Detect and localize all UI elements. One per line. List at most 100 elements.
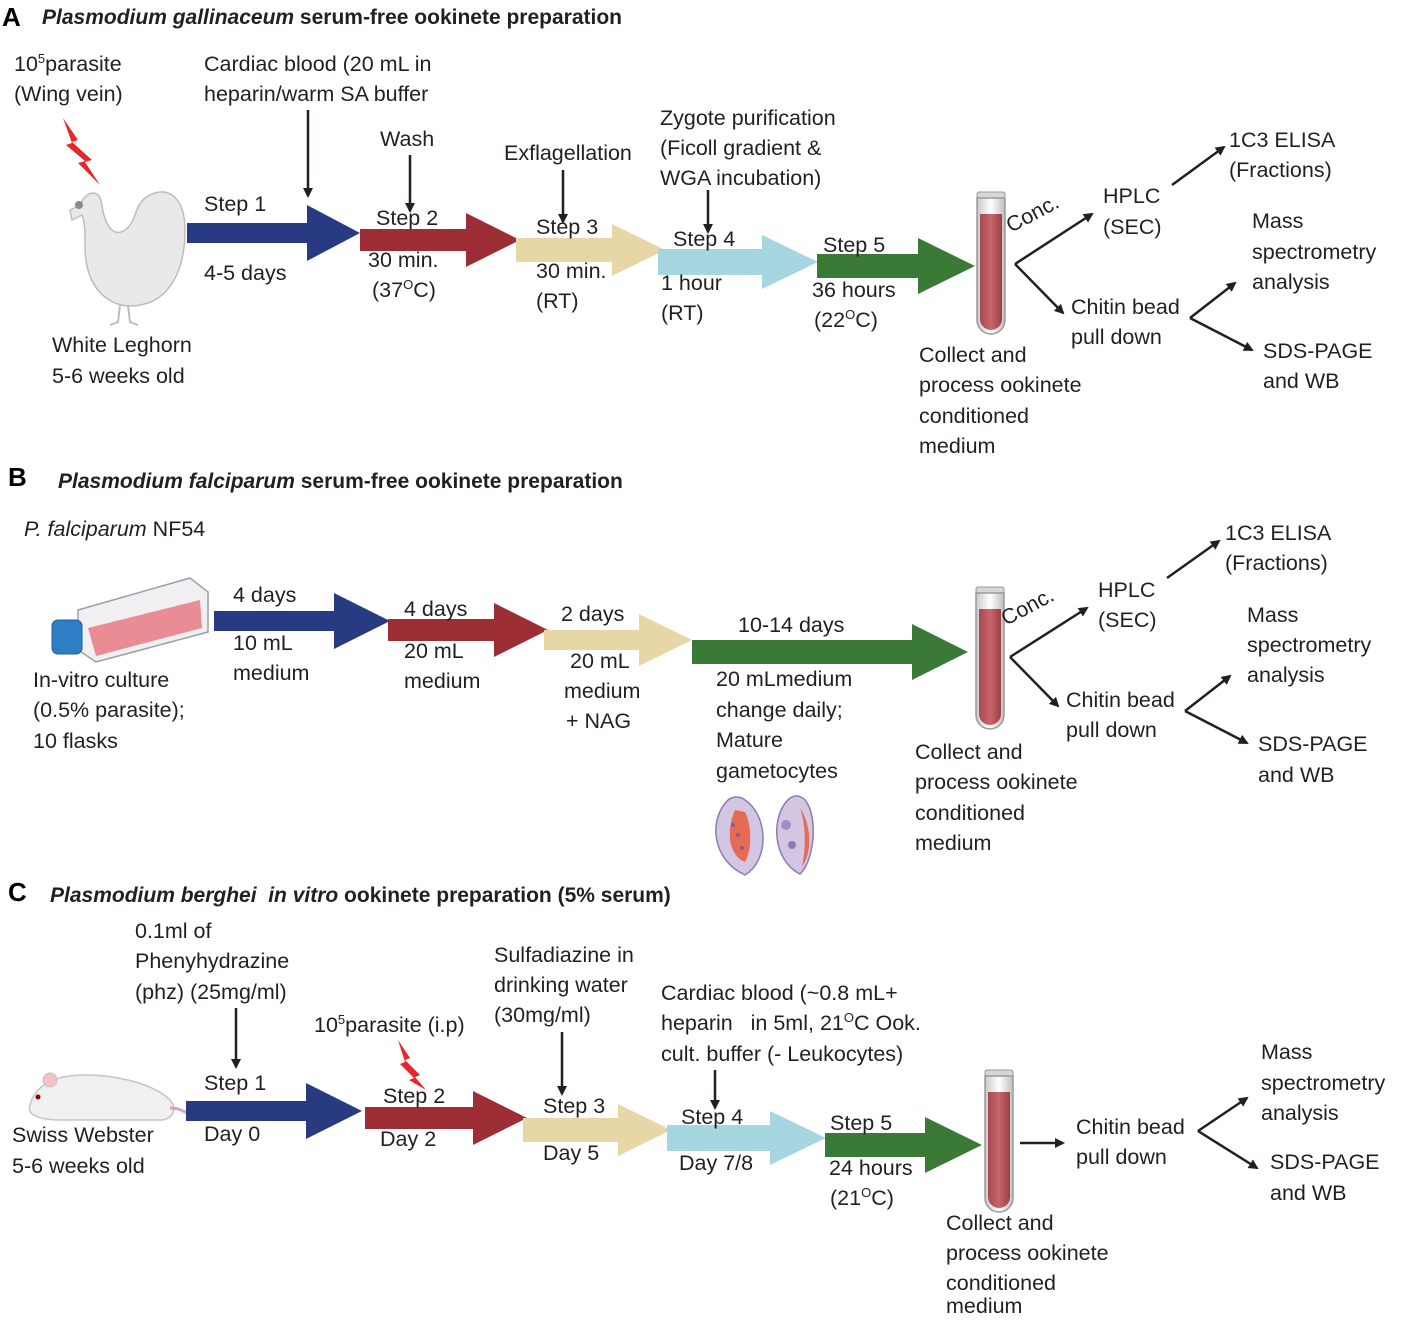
chitin-c-line1: Chitin bead bbox=[1076, 1115, 1185, 1139]
chitin-a-line1: Chitin bead bbox=[1071, 295, 1180, 319]
b-step3-line1: 20 mL bbox=[570, 649, 630, 673]
panel-letter-a: A bbox=[2, 2, 21, 32]
panel-c-title-italic: Plasmodium berghei in vitro bbox=[50, 884, 339, 907]
tube-icon-c bbox=[984, 1069, 1014, 1213]
mass-c-line2: spectrometry bbox=[1261, 1071, 1386, 1095]
host-a-line2: 5-6 weeks old bbox=[52, 364, 185, 388]
collect-a-line4: medium bbox=[919, 434, 996, 458]
hplc-a-line1: HPLC bbox=[1103, 184, 1161, 208]
collect-a-line1: Collect and bbox=[919, 343, 1027, 367]
inoculum-c-rest: parasite (i.p) bbox=[345, 1013, 465, 1037]
elisa-b-line2: (Fractions) bbox=[1225, 551, 1328, 575]
step3-day-c: Day 5 bbox=[543, 1141, 600, 1165]
lightning-icon-c bbox=[398, 1040, 426, 1090]
b-step3-line3: + NAG bbox=[566, 709, 632, 733]
step3-arrow-b bbox=[544, 614, 692, 666]
cardiac-c-line1: Cardiac blood (~0.8 mL+ bbox=[661, 981, 898, 1005]
step1-day-c: Day 0 bbox=[204, 1122, 261, 1146]
step3-label-a: Step 3 bbox=[536, 215, 599, 239]
step4-day-c: Day 7/8 bbox=[679, 1151, 754, 1175]
inoculum-a-base: 10 bbox=[14, 52, 38, 76]
sds-a-line2: and WB bbox=[1263, 369, 1340, 393]
step2-day-c: Day 2 bbox=[380, 1127, 437, 1151]
b-step4-top: 10-14 days bbox=[738, 613, 845, 637]
step1-label-c: Step 1 bbox=[204, 1071, 267, 1095]
step2-arrow-b bbox=[388, 603, 548, 657]
hplc-b-line1: HPLC bbox=[1098, 578, 1156, 602]
collect-a-line2: process ookinete bbox=[919, 373, 1082, 397]
step3-label-c: Step 3 bbox=[543, 1094, 606, 1118]
step5-arrow-c bbox=[825, 1117, 982, 1173]
step1-arrow-a bbox=[187, 205, 360, 261]
step1-time-a: 4-5 days bbox=[204, 261, 287, 285]
cardiac-c-line2-post: C Ook. bbox=[853, 1011, 921, 1035]
collect-c-line3: conditioned bbox=[946, 1271, 1056, 1295]
step2-temp-a: (37OC) bbox=[372, 275, 436, 306]
step5-temp-c-post: C) bbox=[871, 1186, 894, 1210]
step5-temp-c: (21OC) bbox=[830, 1183, 894, 1214]
sds-c-line2: and WB bbox=[1270, 1181, 1347, 1205]
collect-c-line1: Collect and bbox=[946, 1211, 1054, 1235]
lightning-icon-a bbox=[63, 118, 100, 185]
host-a-line1: White Leghorn bbox=[52, 333, 192, 357]
collect-c-line2: process ookinete bbox=[946, 1241, 1109, 1265]
step5-temp-a: (22OC) bbox=[814, 305, 878, 336]
b-step1-line2: medium bbox=[233, 661, 310, 685]
step4-label-a: Step 4 bbox=[673, 227, 736, 251]
step5-label-c: Step 5 bbox=[830, 1111, 893, 1135]
inoculum-a-rest: parasite bbox=[45, 52, 122, 76]
cardiac-c-line2-sup: O bbox=[843, 1009, 854, 1025]
host-c-line1: Swiss Webster bbox=[12, 1123, 154, 1147]
sulfa-line2: drinking water bbox=[494, 973, 628, 997]
panel-c-title-rest: ookinete preparation (5% serum) bbox=[338, 884, 671, 907]
b-step2-top: 4 days bbox=[404, 597, 468, 621]
inoculum-c-base: 10 bbox=[314, 1013, 338, 1037]
step4-label-c: Step 4 bbox=[681, 1105, 744, 1129]
collect-b-line2: process ookinete bbox=[915, 770, 1078, 794]
step3-arrow-c bbox=[523, 1104, 671, 1156]
culture-line1: In-vitro culture bbox=[33, 668, 170, 692]
step5-temp-a-post: C) bbox=[855, 308, 878, 332]
phz-line3: (phz) (25mg/ml) bbox=[135, 980, 287, 1004]
step2-temp-a-sup: O bbox=[403, 276, 414, 292]
step2-temp-a-post: C) bbox=[413, 278, 436, 302]
culture-line2: (0.5% parasite); bbox=[33, 698, 185, 722]
panel-a-title-rest: serum-free ookinete preparation bbox=[294, 6, 622, 29]
mouse-icon bbox=[28, 1072, 191, 1121]
elisa-b-line1: 1C3 ELISA bbox=[1225, 521, 1332, 545]
zygote-line3: WGA incubation) bbox=[660, 166, 822, 190]
step4-arrow-a bbox=[658, 235, 818, 289]
hplc-a-line2: (SEC) bbox=[1103, 215, 1162, 239]
elisa-a-line1: 1C3 ELISA bbox=[1229, 128, 1336, 152]
sulfa-line3: (30mg/ml) bbox=[494, 1003, 591, 1027]
b-step2-line1: 20 mL bbox=[404, 639, 464, 663]
mass-b-line1: Mass bbox=[1247, 603, 1299, 627]
collect-b-line4: medium bbox=[915, 831, 992, 855]
step5-temp-c-sup: O bbox=[861, 1184, 872, 1200]
strain-rest: NF54 bbox=[146, 517, 206, 541]
inoculum-a-line2: (Wing vein) bbox=[14, 82, 123, 106]
collect-a-line3: conditioned bbox=[919, 404, 1029, 428]
mass-b-line2: spectrometry bbox=[1247, 633, 1372, 657]
panel-a-title-italic: Plasmodium gallinaceum bbox=[42, 6, 295, 29]
gametocyte-icons bbox=[715, 795, 814, 876]
sds-b-line2: and WB bbox=[1258, 763, 1335, 787]
step5-temp-a-pre: (22 bbox=[814, 308, 846, 332]
chitin-b-line2: pull down bbox=[1066, 718, 1157, 742]
step2-label-a: Step 2 bbox=[376, 206, 439, 230]
mass-b-line3: analysis bbox=[1247, 663, 1325, 687]
sds-a-line1: SDS-PAGE bbox=[1263, 339, 1373, 363]
b-step1-top: 4 days bbox=[233, 583, 297, 607]
step5-time-a: 36 hours bbox=[812, 278, 896, 302]
cardiac-c-line3: cult. buffer (- Leukocytes) bbox=[661, 1042, 904, 1066]
step1-label-a: Step 1 bbox=[204, 192, 267, 216]
step1-arrow-b bbox=[214, 593, 390, 649]
collect-b-line3: conditioned bbox=[915, 801, 1025, 825]
step5-arrow-a bbox=[817, 238, 975, 294]
step1-arrow-c bbox=[186, 1083, 362, 1139]
cardiac-c-line2-pre: heparin in 5ml, 21 bbox=[661, 1011, 844, 1035]
b-step4-line2: change daily; bbox=[716, 698, 843, 722]
step4-cond-a: (RT) bbox=[661, 301, 704, 325]
step4-time-a: 1 hour bbox=[661, 271, 722, 295]
b-step3-top: 2 days bbox=[561, 602, 625, 626]
